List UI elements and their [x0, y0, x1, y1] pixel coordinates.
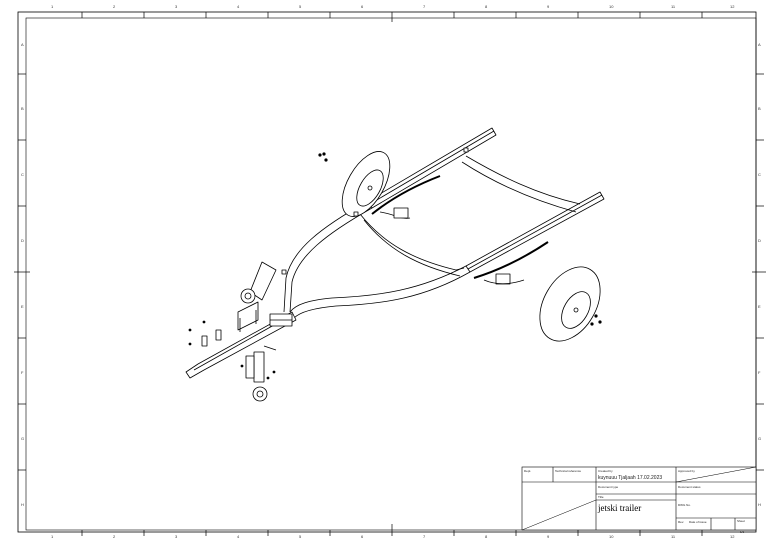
doc-status-label: Document status [678, 485, 701, 489]
created-by-value: kuynuuu Tjaljaah 17.02.2023 [598, 475, 663, 481]
wheel-right [539, 266, 602, 342]
zone-label: 10 [609, 4, 614, 9]
zone-ticks [14, 12, 766, 536]
date-of-issue-label: Date of issue [689, 520, 707, 524]
zone-label: B [758, 106, 761, 111]
zone-label: H [21, 502, 24, 507]
zone-label: G [758, 436, 762, 441]
zone-label: E [21, 304, 24, 309]
zone-label: 1 [51, 534, 54, 539]
drawing-title: jetski trailer [598, 503, 642, 513]
zone-label: 2 [113, 4, 116, 9]
zone-label: A [21, 42, 24, 47]
title-label: Title [598, 495, 604, 499]
outer-border [17, 11, 757, 533]
trailer-drawing [185, 127, 605, 402]
zone-label: 7 [423, 4, 426, 9]
zone-label: 6 [361, 4, 364, 9]
zone-label: 11 [671, 534, 676, 539]
zone-label: E [758, 304, 761, 309]
jockey-wheel [245, 345, 277, 402]
zone-label: 5 [299, 534, 302, 539]
zone-label: C [21, 172, 24, 177]
dept-label: Dept. [524, 469, 532, 473]
zone-label: 1 [51, 4, 54, 9]
zone-label: D [21, 238, 24, 243]
wheel-left [318, 151, 391, 217]
zone-label: H [758, 502, 761, 507]
zone-label: 3 [175, 4, 178, 9]
zone-label: 10 [609, 534, 614, 539]
zone-label: C [758, 172, 761, 177]
winch-assembly [237, 261, 277, 332]
created-by-label: Created by [598, 469, 613, 473]
zone-label: F [21, 370, 24, 375]
zone-label: 5 [299, 4, 302, 9]
zone-label: F [758, 370, 761, 375]
leaf-spring-left [371, 175, 441, 215]
zone-label: 9 [547, 534, 550, 539]
zone-label: 7 [423, 534, 426, 539]
title-block-frame [521, 466, 757, 531]
fasteners [240, 147, 469, 380]
doc-type-label: Document type [598, 485, 619, 489]
zone-label: 4 [237, 4, 240, 9]
zone-label: 9 [547, 4, 550, 9]
zone-label: D [758, 238, 761, 243]
zone-label: G [21, 436, 25, 441]
dwg-no-label: DWG No. [678, 503, 691, 507]
zone-label: 3 [175, 534, 178, 539]
zone-label: 11 [671, 4, 676, 9]
inner-border [25, 17, 757, 531]
right-curve [289, 265, 467, 313]
zone-label: 12 [730, 4, 735, 9]
tongue-drawbar [185, 311, 297, 379]
leaf-spring-right [473, 241, 549, 279]
cross-member-rear [465, 155, 581, 205]
rev-label: Rev. [678, 520, 684, 524]
right-rail [465, 191, 605, 273]
zone-label: 8 [485, 4, 488, 9]
zone-label: 4 [237, 534, 240, 539]
tech-ref-label: Technical reference [555, 469, 582, 473]
coupler-parts [188, 320, 222, 347]
sheet-value: 1/1 [740, 530, 745, 534]
zone-label: 2 [113, 534, 116, 539]
zone-label: B [21, 106, 24, 111]
zone-label: A [758, 42, 761, 47]
zone-label: 12 [730, 534, 735, 539]
sheet-label: Sheet [737, 519, 745, 523]
zone-label: 8 [485, 534, 488, 539]
cross-member-front [359, 213, 465, 271]
approved-by-label: Approved by [678, 469, 695, 473]
zone-label: 6 [361, 534, 364, 539]
